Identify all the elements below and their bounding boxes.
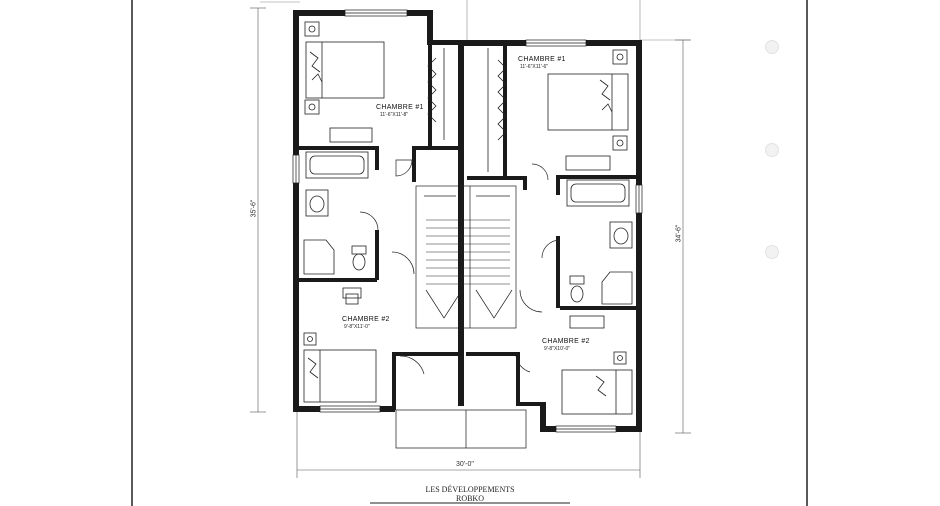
left-bedroom-2-label: CHAMBRE #2	[342, 316, 390, 323]
door-swings	[359, 159, 561, 375]
right-depth-dimension: 34'-6"	[675, 224, 683, 243]
right-bedroom-1-dims: 11'-6"X11'-6"	[520, 64, 549, 70]
right-bedroom-2-dims: 9'-8"X10'-0"	[544, 346, 571, 352]
company-name-line1: LES DÉVELOPPEMENTS	[425, 485, 515, 494]
right-bedroom-1-label: CHAMBRE #1	[518, 56, 566, 63]
windows	[292, 9, 643, 433]
right-bedroom-2-label: CHAMBRE #2	[542, 338, 590, 345]
staircase	[415, 185, 517, 329]
bathroom-fixtures	[303, 151, 633, 329]
left-bedroom-1-dims: 11'-6"X11'-8"	[380, 112, 409, 118]
left-bedroom-1-label: CHAMBRE #1	[376, 104, 424, 111]
punch-hole-bottom	[765, 245, 779, 259]
punch-hole-middle	[765, 143, 779, 157]
nightstands	[303, 21, 628, 365]
left-bedroom-2-dims: 9'-8"X11'-0"	[344, 324, 370, 330]
left-unit-walls	[293, 10, 464, 412]
overall-width-dimension: 30'-0"	[456, 461, 474, 468]
left-depth-dimension: 35'-6"	[250, 199, 258, 218]
porch	[395, 409, 527, 449]
beds	[303, 41, 633, 415]
dimension-lines	[250, 7, 691, 478]
closet-doors	[427, 48, 507, 172]
punch-hole-top	[765, 40, 779, 54]
company-name-line2: ROBKO	[455, 494, 484, 503]
